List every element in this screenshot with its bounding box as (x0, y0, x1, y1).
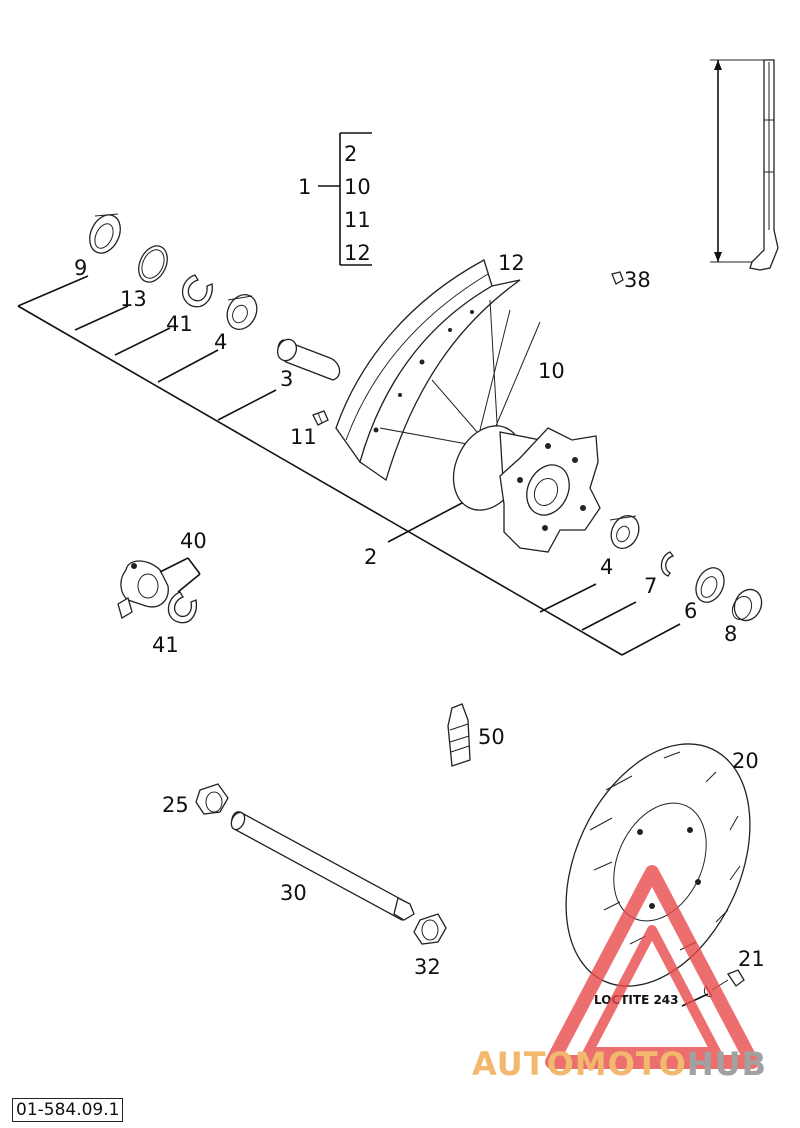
spoke-part (749, 59, 779, 271)
callout-10: 10 (538, 359, 565, 383)
callout-9: 9 (74, 256, 87, 280)
callout-3: 3 (280, 367, 293, 391)
svg-text:AUTOMOTOHUB: AUTOMOTOHUB (472, 1045, 767, 1083)
explosion-lines (17, 275, 681, 656)
small-part-38 (611, 271, 624, 285)
callout-41-bottom: 41 (152, 633, 179, 657)
kit-item-11: 11 (344, 208, 371, 232)
callout-38: 38 (624, 268, 651, 292)
bearing-4a (226, 293, 258, 331)
kit-item-2: 2 (344, 142, 357, 166)
watermark-moto: MOTO (575, 1045, 687, 1083)
callout-50: 50 (478, 725, 505, 749)
callout-20: 20 (732, 749, 759, 773)
seal-9 (89, 213, 121, 254)
spoke-dimension (710, 59, 770, 263)
callout-32: 32 (414, 955, 441, 979)
rim-12 (335, 259, 521, 482)
nut-25 (195, 783, 229, 815)
seal-6 (695, 567, 725, 603)
kit-label: 1 (298, 175, 311, 199)
callout-8: 8 (724, 622, 737, 646)
callout-7: 7 (644, 574, 657, 598)
document-id: 01-584.09.1 (12, 1098, 124, 1122)
callout-13: 13 (120, 287, 147, 311)
watermark-auto: AUTO (472, 1045, 575, 1083)
spacer-8 (731, 588, 763, 622)
speedo-drive-40 (117, 557, 201, 619)
circlip-7 (660, 551, 675, 577)
loctite-label: LOCTITE 243 (594, 993, 679, 1007)
callout-11: 11 (290, 425, 317, 449)
axle-30 (230, 811, 415, 921)
kit-item-10: 10 (344, 175, 371, 199)
watermark-logo: AUTOMOTOHUB (472, 865, 767, 1083)
watermark-triangle-outer (545, 865, 759, 1069)
brake-disc-20 (565, 743, 751, 987)
watermark-hub: HUB (687, 1045, 767, 1083)
nipple-11 (312, 410, 329, 426)
ring-13 (138, 245, 168, 283)
kit-item-12: 12 (344, 241, 371, 265)
callout-25: 25 (162, 793, 189, 817)
callouts: 9 13 41 4 3 12 10 11 38 2 4 7 6 8 40 41 … (74, 251, 765, 979)
hub-2 (452, 425, 601, 553)
circlip-41b (167, 591, 198, 624)
callout-41-top: 41 (166, 312, 193, 336)
callout-40: 40 (180, 529, 207, 553)
spokes-10 (379, 299, 541, 447)
callout-30: 30 (280, 881, 307, 905)
callout-12: 12 (498, 251, 525, 275)
tube-50 (447, 703, 471, 767)
bearing-4b (609, 514, 640, 550)
callout-6: 6 (684, 599, 697, 623)
watermark-triangle-inner (583, 925, 721, 1057)
callout-2: 2 (364, 545, 377, 569)
spacer-tube-3 (276, 338, 341, 381)
callout-21: 21 (738, 947, 765, 971)
callout-4-top: 4 (214, 330, 227, 354)
circlip-41a (181, 274, 213, 308)
kit-bracket: 1 2 10 11 12 (298, 132, 372, 266)
callout-4-bottom: 4 (600, 555, 613, 579)
axle-nut-32 (413, 913, 447, 945)
